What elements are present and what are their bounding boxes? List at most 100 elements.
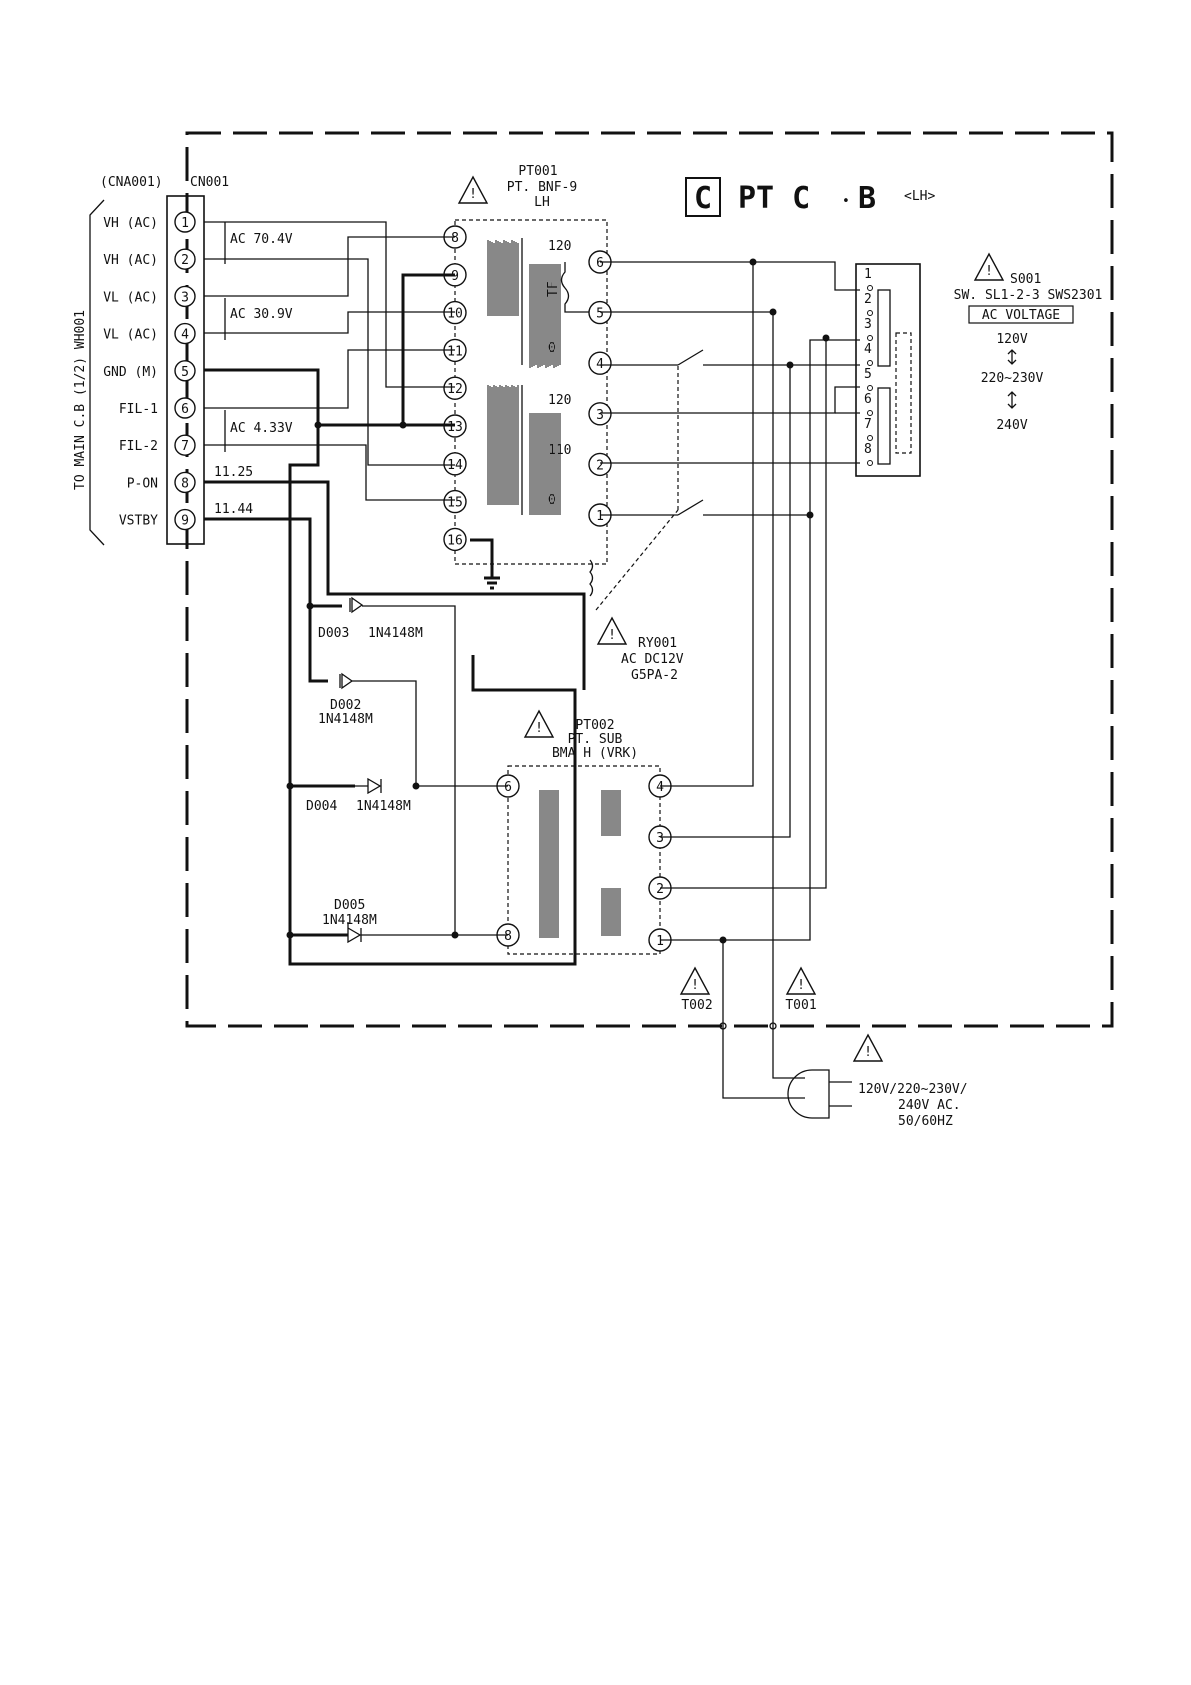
board-title-b: B — [858, 181, 876, 216]
relay-type: AC DC12V — [621, 652, 684, 667]
board-title: PT C — [738, 181, 810, 216]
svg-text:!: ! — [985, 264, 993, 279]
pt002-outline — [507, 765, 661, 955]
connector-pin-name: GND (M) — [103, 365, 158, 380]
connector-plug-label: (CNA001) — [100, 175, 163, 190]
pt001-secondary-pin-15: 15 — [443, 489, 467, 514]
svg-text:1: 1 — [181, 216, 189, 231]
svg-text:8: 8 — [504, 929, 512, 944]
svg-text:12: 12 — [447, 382, 463, 397]
switch-terminal-2: 2 — [864, 292, 872, 307]
svg-text:D003: D003 — [318, 626, 349, 641]
svg-text:D002: D002 — [330, 698, 361, 713]
board-outline — [185, 131, 1114, 1028]
connector-pin-3: 3 — [174, 285, 196, 308]
switch-terminal-8: 8 — [864, 442, 872, 457]
connector-pin-8: 8 — [174, 471, 196, 494]
connector-pin-1: 1 — [174, 211, 196, 233]
svg-text:D004: D004 — [306, 799, 337, 814]
svg-text:11: 11 — [447, 344, 463, 359]
connector-pin-9: 9 — [174, 508, 196, 531]
pt001-primary-pin-3: 3 — [588, 402, 612, 426]
svg-text:!: ! — [608, 628, 616, 643]
svg-text:6: 6 — [181, 402, 189, 417]
svg-text:15: 15 — [447, 496, 463, 511]
fil-voltage: AC 4.33V — [230, 421, 293, 436]
connector-pin-name: VH (AC) — [103, 216, 158, 231]
svg-text:14: 14 — [447, 458, 463, 473]
pt001-part: PT. BNF-9 — [507, 180, 577, 195]
switch-terminal-3: 3 — [864, 317, 872, 332]
board-title-dot: • — [842, 194, 850, 209]
svg-text:4: 4 — [656, 780, 664, 795]
svg-text:6: 6 — [596, 256, 604, 271]
connector-pin-name: FIL-2 — [119, 439, 158, 454]
svg-text:!: ! — [469, 187, 477, 202]
switch-body — [855, 263, 921, 477]
pt001-primary-pin-4: 4 — [588, 351, 612, 375]
switch-position-220: 220~230V — [981, 371, 1044, 386]
svg-text:D005: D005 — [334, 898, 365, 913]
connector-pin-4: 4 — [174, 322, 196, 345]
connector-side-label: TO MAIN C.B (1/2) WH001 — [73, 310, 88, 490]
switch-terminal-5: 5 — [864, 367, 872, 382]
svg-text:1N4148M: 1N4148M — [322, 913, 377, 928]
connector-pin-name: VSTBY — [119, 514, 158, 529]
svg-text:4: 4 — [181, 328, 189, 343]
switch-position-240: 240V — [996, 418, 1027, 433]
vl-voltage: AC 30.9V — [230, 307, 293, 322]
switch-function: AC VOLTAGE — [982, 308, 1060, 323]
svg-text:!: ! — [535, 721, 543, 736]
svg-text:3: 3 — [596, 408, 604, 423]
svg-text:8: 8 — [181, 476, 189, 491]
pt001-outline — [454, 219, 608, 565]
svg-text:5: 5 — [181, 365, 189, 380]
pt001-ref: PT001 — [518, 164, 557, 179]
connector-pin-5: 5 — [174, 360, 196, 382]
svg-text:2: 2 — [181, 253, 189, 268]
diode-d003: D003 1N4148M — [318, 596, 423, 641]
switch-function-box — [968, 305, 1074, 324]
switch-terminal-4: 4 — [864, 342, 872, 357]
svg-text:!: ! — [797, 978, 805, 993]
switch-ref: S001 — [1010, 272, 1041, 287]
diode-d004: D004 1N4148M — [306, 777, 411, 814]
svg-text:6: 6 — [504, 780, 512, 795]
svg-text:1N4148M: 1N4148M — [356, 799, 411, 814]
terminal-t001: T001 — [785, 998, 816, 1013]
svg-text:5: 5 — [596, 307, 604, 322]
pt002-variant: BMA H (VRK) — [552, 746, 638, 761]
connector-pin-7: 7 — [174, 434, 196, 456]
pon-voltage: 11.25 — [214, 465, 253, 480]
pt001-tap-label: 120 — [548, 393, 571, 408]
svg-text:16: 16 — [447, 533, 463, 548]
board-letter-box — [685, 177, 721, 217]
pt001-secondary-pin-16: 16 — [443, 527, 467, 552]
svg-text:!: ! — [864, 1045, 872, 1060]
pt001-primary-pin-2: 2 — [588, 452, 612, 477]
relay-part: G5PA-2 — [631, 668, 678, 683]
svg-text:1: 1 — [596, 509, 604, 524]
terminal-t002: T002 — [681, 998, 712, 1013]
switch-terminal-7: 7 — [864, 417, 872, 432]
connector-label: CN001 — [190, 175, 229, 190]
switch-part: SW. SL1-2-3 SWS2301 — [954, 288, 1103, 303]
board-letter: C — [694, 181, 712, 216]
connector-bracket — [89, 199, 105, 546]
connector-pin-name: VH (AC) — [103, 253, 158, 268]
junctions — [286, 258, 830, 944]
pt002-part: PT. SUB — [568, 732, 623, 747]
pt001-secondary-pin-12: 12 — [443, 376, 467, 400]
svg-text:3: 3 — [181, 290, 189, 305]
connector-pin-name: VL (AC) — [103, 328, 158, 343]
switch-position-120: 120V — [996, 332, 1027, 347]
svg-text:7: 7 — [181, 439, 189, 454]
svg-text:2: 2 — [596, 458, 604, 473]
svg-text:8: 8 — [451, 231, 459, 246]
connector-pin-6: 6 — [174, 397, 196, 419]
pt001-fuse — [560, 262, 600, 313]
svg-text:10: 10 — [447, 307, 463, 322]
svg-text:9: 9 — [181, 514, 189, 529]
pt001-variant: LH — [534, 195, 550, 210]
